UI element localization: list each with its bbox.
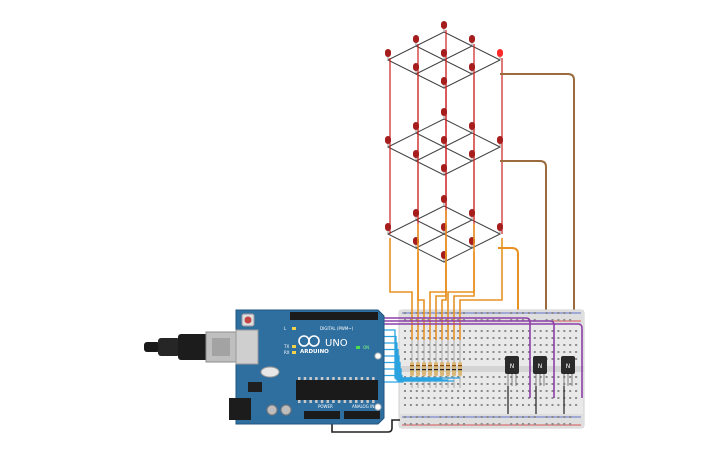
- digital-header[interactable]: [290, 312, 378, 320]
- l-led-label: L: [284, 326, 287, 331]
- breadboard-holes[interactable]: [404, 312, 578, 425]
- signal-wires-blue[interactable]: [382, 329, 460, 383]
- mounting-hole: [374, 403, 382, 411]
- led[interactable]: [497, 49, 503, 61]
- led[interactable]: [441, 164, 447, 176]
- voltage-regulator: [248, 382, 262, 392]
- capacitor: [266, 404, 278, 416]
- resistor[interactable]: [452, 340, 456, 388]
- power-jack[interactable]: [229, 398, 251, 420]
- digital-header-label: DIGITAL (PWM~): [320, 326, 354, 331]
- led[interactable]: [469, 63, 475, 75]
- layer-wire-orange-bottom[interactable]: [498, 247, 519, 318]
- led[interactable]: [385, 49, 391, 61]
- led[interactable]: [469, 209, 475, 221]
- led[interactable]: [497, 136, 503, 148]
- led[interactable]: [497, 223, 503, 235]
- led-cube-3x3x3[interactable]: [385, 21, 503, 263]
- layer-wire-brown-top[interactable]: [500, 73, 575, 318]
- on-led-label: ON: [363, 345, 369, 350]
- tx-led: [292, 345, 296, 348]
- led[interactable]: [469, 35, 475, 47]
- led[interactable]: [413, 35, 419, 47]
- led[interactable]: [441, 136, 447, 148]
- led[interactable]: [413, 209, 419, 221]
- led[interactable]: [413, 150, 419, 162]
- brand-label: ARDUINO: [300, 349, 329, 355]
- svg-text:N: N: [510, 363, 515, 370]
- breadboard[interactable]: [398, 309, 585, 429]
- transistor-npn[interactable]: N: [561, 356, 575, 414]
- svg-text:N: N: [538, 363, 543, 370]
- led[interactable]: [441, 195, 447, 207]
- power-header-label: POWER: [318, 404, 333, 409]
- ground-wire-black[interactable]: [331, 419, 400, 433]
- transistor-npn[interactable]: N: [505, 356, 519, 414]
- atmega-chip: [296, 380, 378, 400]
- led[interactable]: [441, 21, 447, 33]
- resistor-array[interactable]: [410, 340, 462, 388]
- tx-label: TX: [283, 344, 289, 349]
- rx-led: [292, 351, 296, 354]
- led[interactable]: [385, 136, 391, 148]
- analog-header[interactable]: [344, 411, 380, 419]
- column-wires-orange[interactable]: [389, 210, 503, 340]
- capacitor: [260, 366, 280, 378]
- chip-pins: [298, 377, 375, 403]
- model-label: UNO: [325, 338, 348, 349]
- led[interactable]: [441, 49, 447, 61]
- capacitor: [280, 404, 292, 416]
- arduino-logo: [298, 335, 320, 347]
- svg-text:N: N: [566, 363, 571, 370]
- l-led: [292, 327, 296, 330]
- control-wires-purple[interactable]: [380, 317, 583, 398]
- resistor[interactable]: [458, 340, 462, 388]
- power-header[interactable]: [304, 411, 340, 419]
- led[interactable]: [413, 63, 419, 75]
- usb-port[interactable]: [235, 329, 259, 365]
- layer-wire-brown-middle[interactable]: [500, 160, 547, 318]
- led[interactable]: [441, 108, 447, 120]
- transistor-npn[interactable]: N: [533, 356, 547, 414]
- led[interactable]: [413, 122, 419, 134]
- mounting-hole: [374, 352, 382, 360]
- cube-leds: [385, 21, 503, 263]
- usb-cable[interactable]: [144, 331, 237, 363]
- led[interactable]: [441, 77, 447, 89]
- led[interactable]: [469, 122, 475, 134]
- on-led: [356, 346, 360, 349]
- analog-header-label: ANALOG IN: [352, 404, 374, 409]
- led[interactable]: [385, 223, 391, 235]
- rx-label: RX: [284, 350, 290, 355]
- led[interactable]: [469, 150, 475, 162]
- arduino-uno-board[interactable]: ARDUINO UNO DIGITAL (PWM~) L TX RX ON PO…: [229, 309, 385, 425]
